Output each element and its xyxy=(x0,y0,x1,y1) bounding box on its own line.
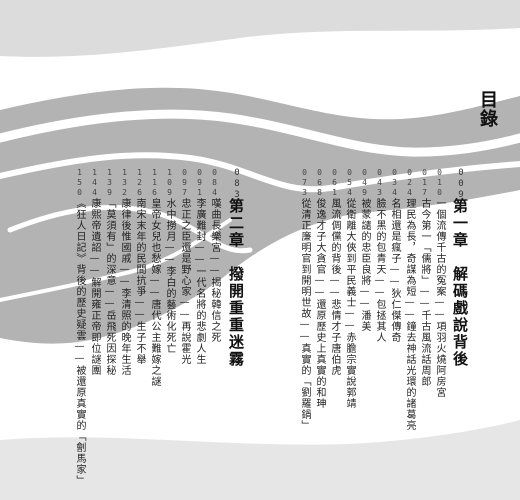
entry-title[interactable]: 皇帝女兒也愁嫁——唐代公主難嫁之謎 xyxy=(149,198,160,387)
entry-page: 144 xyxy=(90,168,99,198)
entry-title[interactable]: 康熙帝遺詔——解開雍正帝即位謎團 xyxy=(89,198,100,376)
bottom-light-band xyxy=(0,420,520,500)
chapter-2-page: 083 xyxy=(232,168,242,201)
entry-title[interactable]: 理民為長，奇謀為短——鐘去神話光環的諸葛亮 xyxy=(404,198,415,431)
white-ribbon-4 xyxy=(0,218,232,302)
entry-page: 049 xyxy=(360,168,369,198)
entry-title[interactable]: 從清正廉明官到開明世故——真實的「劉羅鍋」 xyxy=(299,198,310,431)
entry-title[interactable]: 一個流傳千古的冤案——項羽火燒阿房宮 xyxy=(434,198,445,398)
entry-page: 091 xyxy=(195,168,204,198)
entry-title[interactable]: 康律後惟國戚——李清照的晚年生活 xyxy=(119,198,130,376)
entry-title[interactable]: 南宋末年的民間抗爭——生子不舉 xyxy=(134,198,145,365)
toc-title: 目錄 xyxy=(477,90,498,128)
entry-page: 097 xyxy=(180,168,189,198)
entry-title[interactable]: 水中撈月——李白的藝術化死亡 xyxy=(164,198,175,354)
entry-title[interactable]: 風流倜儻的背後——悲情才子唐伯虎 xyxy=(329,198,340,376)
entry-title[interactable]: 名相還是瘋子——狄仁傑傳奇 xyxy=(389,198,400,343)
entry-page: 139 xyxy=(105,168,114,198)
entry-title[interactable]: 俊逸才子大貪官——還原歷史上真實的和珅 xyxy=(314,198,325,409)
entry-page: 043 xyxy=(375,168,384,198)
entry-page: 109 xyxy=(165,168,174,198)
entry-page: 126 xyxy=(135,168,144,198)
chapter-1-page: 009 xyxy=(456,168,466,201)
entry-title[interactable]: 《狂人日記》背後的歷史疑雲——被還原真實的「劊馬家」 xyxy=(74,198,85,486)
entry-page: 061 xyxy=(330,168,339,198)
entry-page: 010 xyxy=(435,168,444,198)
entry-page: 024 xyxy=(405,168,414,198)
entry-title[interactable]: 「莫須有」的深意——岳飛死因探秘 xyxy=(104,198,115,376)
entry-title[interactable]: 古今第一「儒將」——千古風流話周郎 xyxy=(419,198,430,387)
entry-title[interactable]: 臉不黑的包青天——包拯其人 xyxy=(374,198,385,343)
entry-title[interactable]: 從衛離大俠到平民義士——赤膽宗實說郭靖 xyxy=(344,198,355,409)
entry-page: 073 xyxy=(300,168,309,198)
entry-page: 054 xyxy=(345,168,354,198)
entry-page: 068 xyxy=(315,168,324,198)
chapter-1-title[interactable]: 第一章 解碼戲說背後 xyxy=(451,198,469,368)
white-ribbon-3 xyxy=(7,204,253,254)
entry-page: 132 xyxy=(120,168,129,198)
entry-title[interactable]: 李廣難封——一代名將的悲劇人生 xyxy=(194,198,205,365)
entry-page: 116 xyxy=(150,168,159,198)
top-light-band xyxy=(0,0,520,57)
white-ribbon-1 xyxy=(0,109,520,157)
entry-title[interactable]: 被蒙譴的忠臣良將——潘美 xyxy=(359,198,370,332)
entry-page: 017 xyxy=(420,168,429,198)
entry-page: 150 xyxy=(75,168,84,198)
entry-page: 034 xyxy=(390,168,399,198)
entry-page: 084 xyxy=(210,168,219,198)
entry-title[interactable]: 忠正之臣還是野心家——再說霍光 xyxy=(179,198,190,365)
white-ribbon-2 xyxy=(0,152,520,193)
chapter-2-title[interactable]: 第二章 撥開重重迷霧 xyxy=(227,198,245,368)
entry-title[interactable]: 嘆曲長樂宮——揭秘韓信之死 xyxy=(209,198,220,343)
